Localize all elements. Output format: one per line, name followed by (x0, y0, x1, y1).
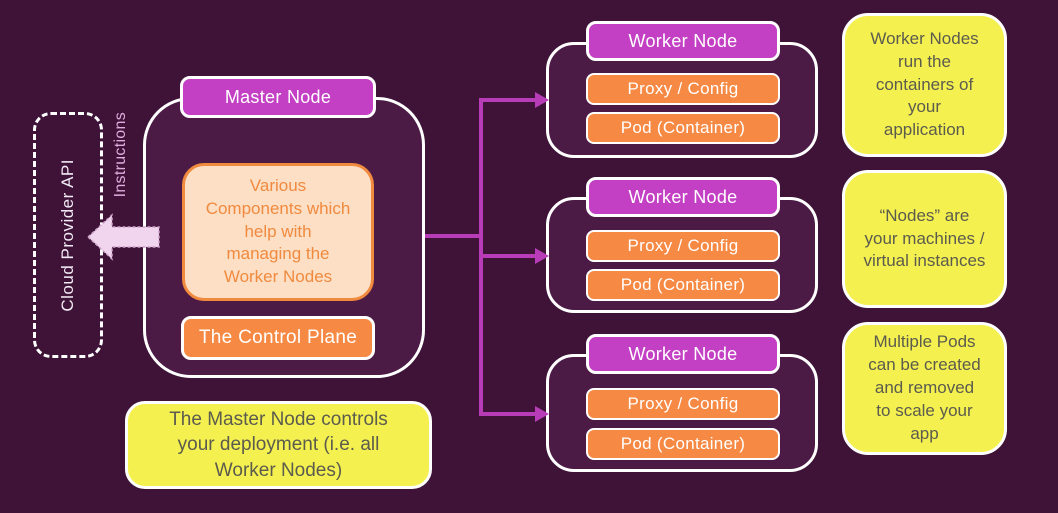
master-caption-note: The Master Node controls your deployment… (125, 401, 432, 489)
proxy-config-box-2: Proxy / Config (586, 230, 780, 262)
cloud-provider-api-label: Cloud Provider API (58, 158, 77, 312)
note-text: Worker Nodes run the containers of your … (870, 28, 979, 140)
note-card-worker-nodes: Worker Nodes run the containers of your … (842, 13, 1007, 157)
note-text: Multiple Pods can be created and removed… (868, 332, 981, 443)
note-card-multiple-pods: Multiple Pods can be created and removed… (842, 322, 1007, 455)
master-caption-text: The Master Node controls your deployment… (169, 408, 388, 481)
pod-container-box-3: Pod (Container) (586, 428, 780, 460)
control-plane-box: The Control Plane (181, 316, 375, 360)
pod-container-box-1: Pod (Container) (586, 112, 780, 144)
master-components-box: Various Components which help with manag… (182, 163, 374, 301)
note-text: “Nodes” are your machines / virtual inst… (863, 205, 986, 271)
pod-container-box-2: Pod (Container) (586, 269, 780, 301)
note-card-nodes-machines: “Nodes” are your machines / virtual inst… (842, 170, 1007, 308)
instructions-label-wrap: Instructions (106, 90, 136, 220)
proxy-config-box-3: Proxy / Config (586, 388, 780, 420)
cloud-provider-api-box: Cloud Provider API (33, 112, 103, 358)
worker-node-title-2: Worker Node (586, 177, 780, 217)
instructions-label: Instructions (112, 112, 129, 198)
connector-lines (425, 98, 536, 416)
master-components-text: Various Components which help with manag… (205, 175, 351, 287)
master-node-title: Master Node (180, 76, 376, 118)
worker-node-title-3: Worker Node (586, 334, 780, 374)
worker-node-title-1: Worker Node (586, 21, 780, 61)
proxy-config-box-1: Proxy / Config (586, 73, 780, 105)
